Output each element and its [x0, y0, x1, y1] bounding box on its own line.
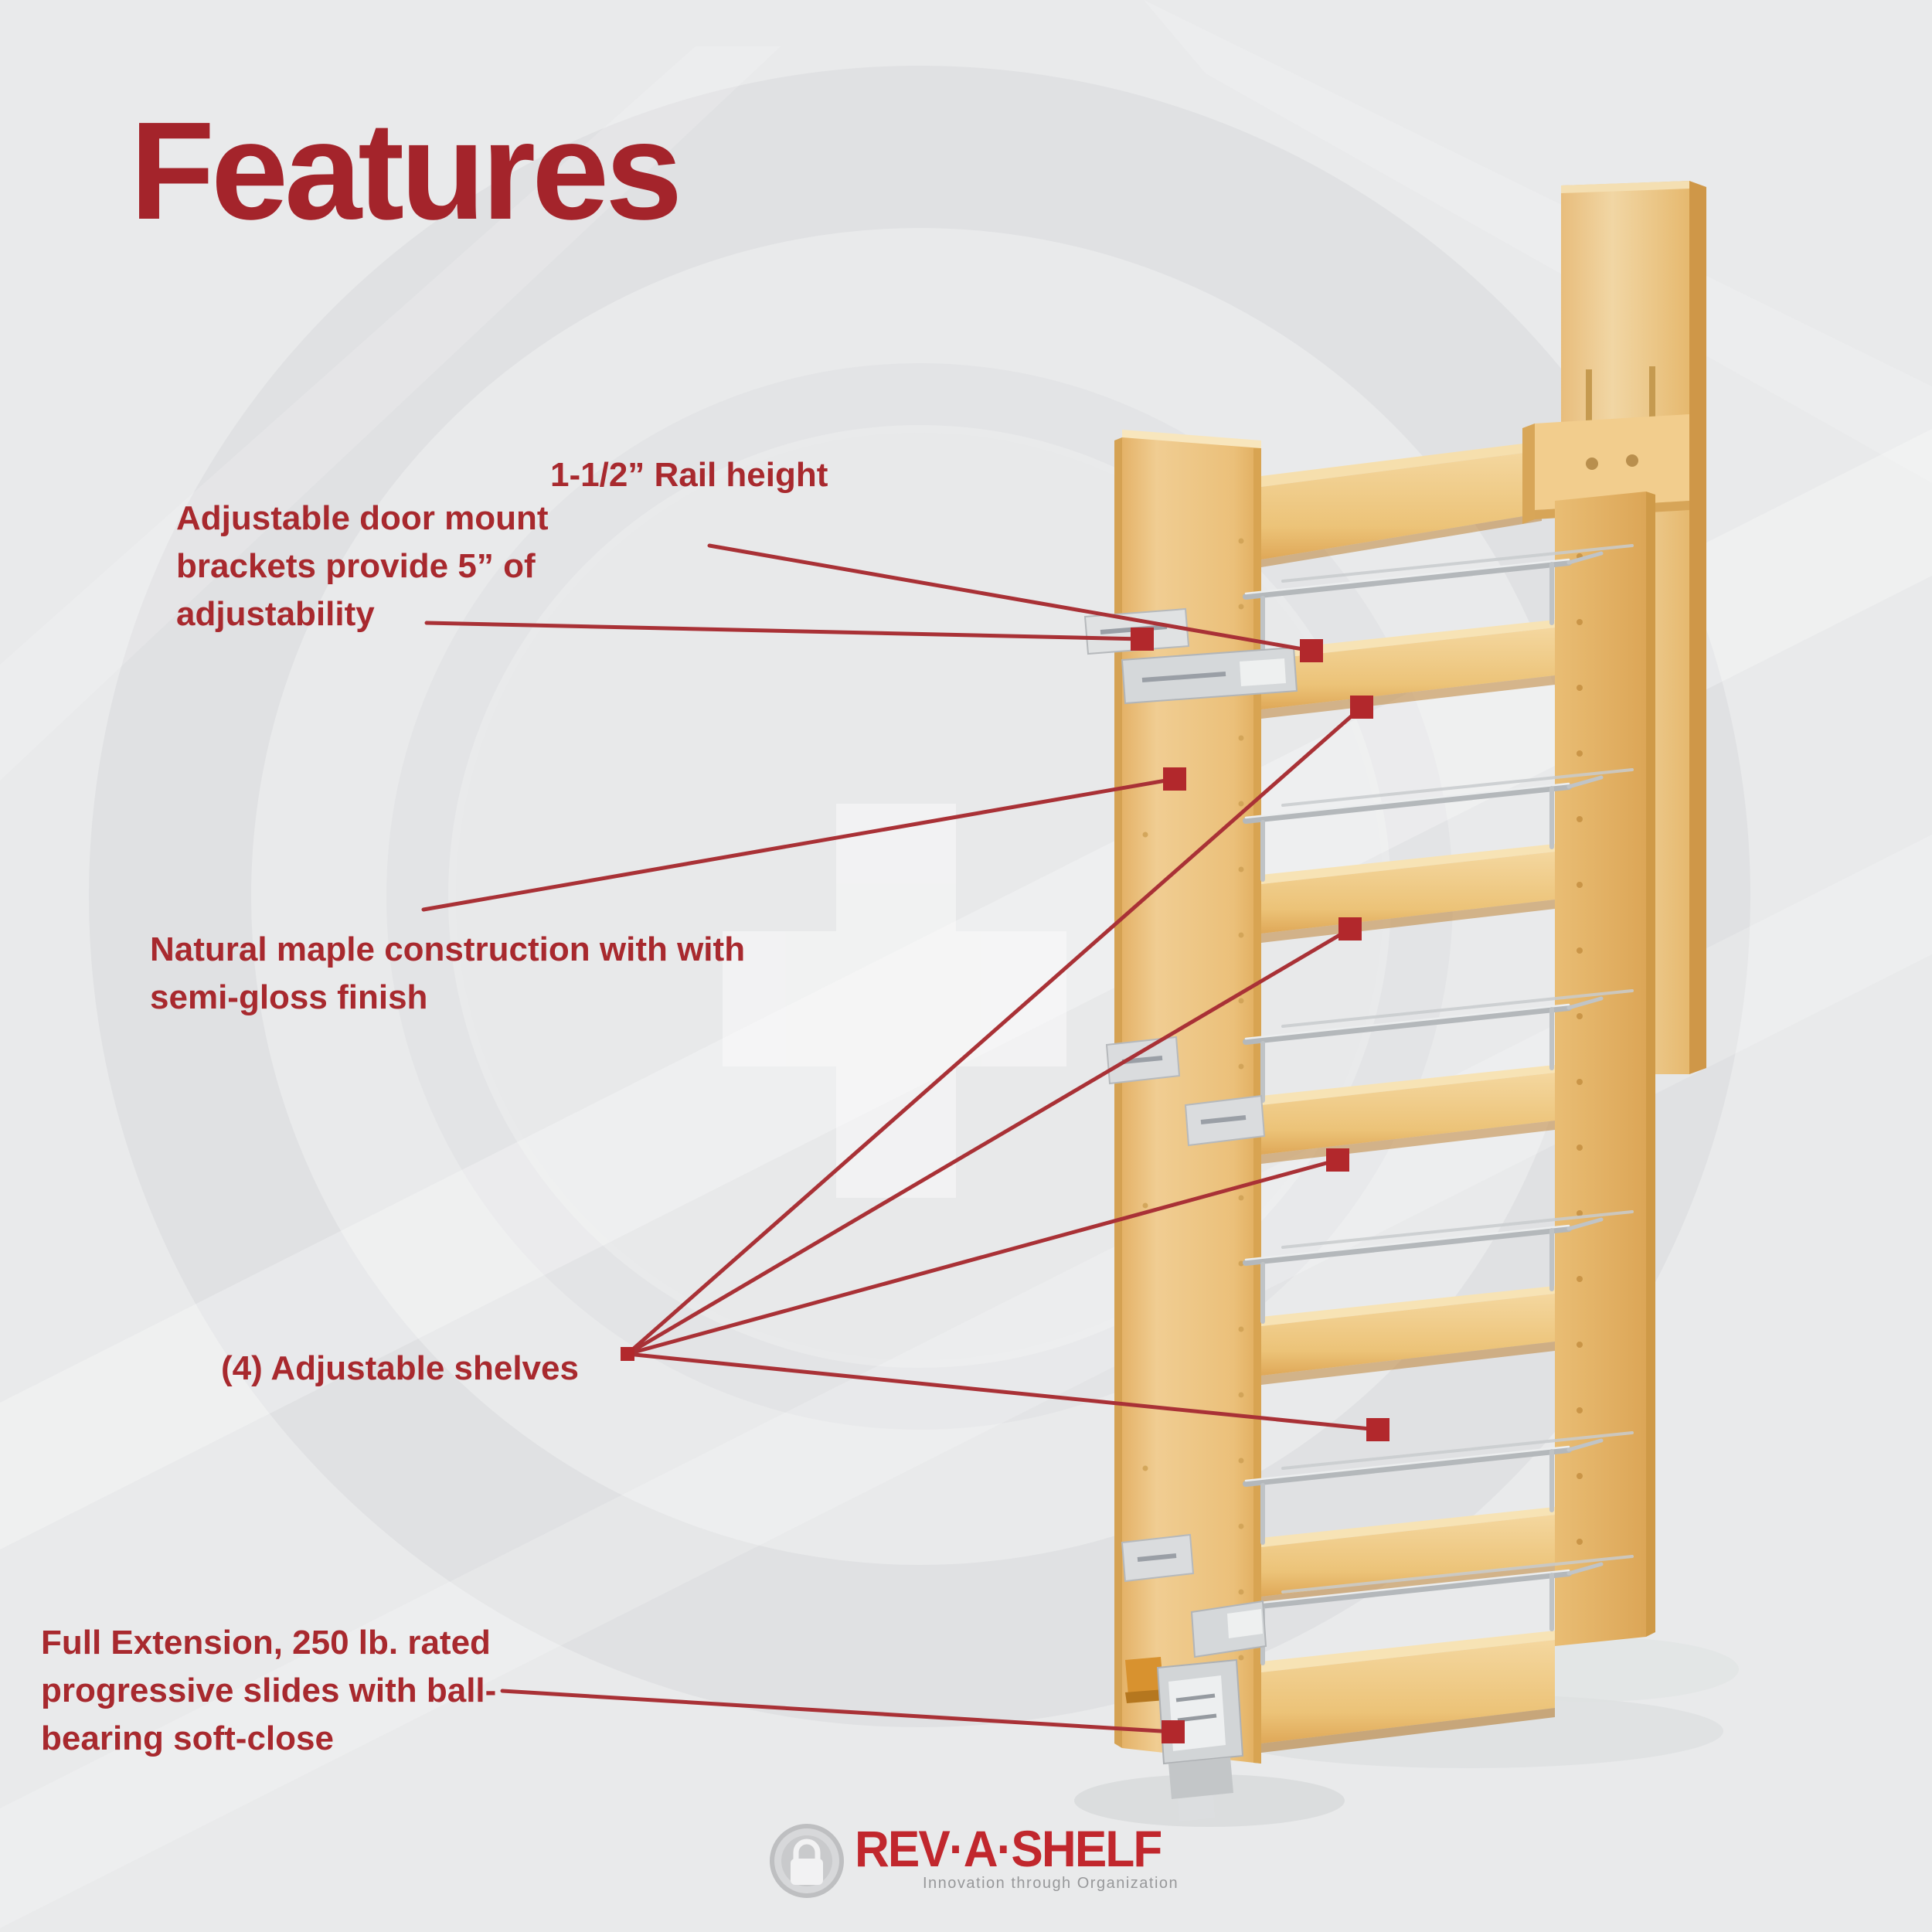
brand-logo: REV·A·SHELF Innovation through Organizat… — [770, 1821, 1181, 1906]
chrome-rail-6 — [1243, 1555, 1634, 1665]
leader-shelf-4 — [625, 1352, 1380, 1432]
logo-text: REV·A·SHELF Innovation through Organizat… — [855, 1821, 1181, 1893]
label-rail-height: 1-1/2” Rail height — [550, 451, 828, 499]
left-side-panel — [1114, 430, 1261, 1764]
label-line: semi-gloss finish — [150, 978, 428, 1016]
chrome-rails — [1243, 544, 1634, 1665]
label-adjustable-shelves: (4) Adjustable shelves — [221, 1345, 579, 1393]
watermark-cross — [723, 804, 1066, 1198]
peg-holes-right — [1577, 553, 1583, 1545]
dot-shelf-4 — [1366, 1418, 1389, 1441]
label-maple-construction: Natural maple construction with with sem… — [150, 926, 745, 1022]
label-line: progressive slides with ball- — [41, 1672, 497, 1709]
shelf-2 — [1261, 844, 1555, 943]
pantry-unit — [1083, 181, 1706, 1821]
logo-wordmark: REV·A·SHELF — [855, 1820, 1162, 1877]
peg-holes-left — [1142, 538, 1244, 1661]
dot-fan-origin — [621, 1347, 634, 1361]
label-line: Natural maple construction with with — [150, 930, 746, 968]
shelf-1 — [1261, 620, 1555, 719]
page-title: Features — [130, 94, 682, 249]
label-line: 1-1/2” Rail height — [550, 456, 828, 494]
padlock-icon — [770, 1824, 844, 1898]
dot-shelf-1 — [1350, 696, 1373, 719]
dot-shelf-3 — [1326, 1148, 1349, 1172]
label-line: Full Extension, 250 lb. rated — [41, 1624, 491, 1662]
chrome-rail-1 — [1243, 544, 1634, 658]
chrome-rail-4 — [1243, 1210, 1634, 1324]
shelf-4 — [1261, 1286, 1555, 1385]
dot-shelf-2 — [1338, 917, 1362, 940]
chrome-rail-5 — [1243, 1431, 1634, 1545]
label-line: Adjustable door mount — [176, 499, 549, 537]
leader-shelf-2 — [625, 927, 1352, 1356]
chrome-rail-3 — [1243, 989, 1634, 1103]
leader-door-mount — [424, 621, 1145, 641]
leader-lines — [421, 543, 1380, 1734]
dot-slides — [1162, 1720, 1185, 1743]
dot-maple — [1163, 767, 1186, 791]
label-line: (4) Adjustable shelves — [221, 1349, 579, 1387]
dot-door-mount — [1131, 628, 1154, 651]
bracket-middle — [1105, 1036, 1266, 1147]
right-stile — [1555, 492, 1655, 1646]
leader-slides — [500, 1689, 1175, 1734]
chrome-rail-2 — [1243, 768, 1634, 882]
logo-tagline: Innovation through Organization — [923, 1875, 1179, 1892]
label-slides: Full Extension, 250 lb. rated progressiv… — [41, 1619, 496, 1763]
leader-rail-height — [707, 543, 1314, 653]
top-rail — [1261, 441, 1542, 567]
label-door-mount: Adjustable door mount brackets provide 5… — [176, 495, 549, 638]
leader-shelf-3 — [625, 1158, 1340, 1356]
label-line: brackets provide 5” of — [176, 547, 536, 585]
dot-rail-height — [1300, 639, 1323, 662]
label-line: adjustability — [176, 595, 375, 633]
leader-shelf-1 — [625, 705, 1364, 1356]
leader-dots — [621, 628, 1389, 1743]
bracket-lower — [1121, 1533, 1267, 1658]
leader-maple — [421, 777, 1177, 912]
door-mount-brackets — [1083, 607, 1298, 1658]
label-line: bearing soft-close — [41, 1719, 334, 1757]
bottom-board — [1261, 1631, 1555, 1753]
